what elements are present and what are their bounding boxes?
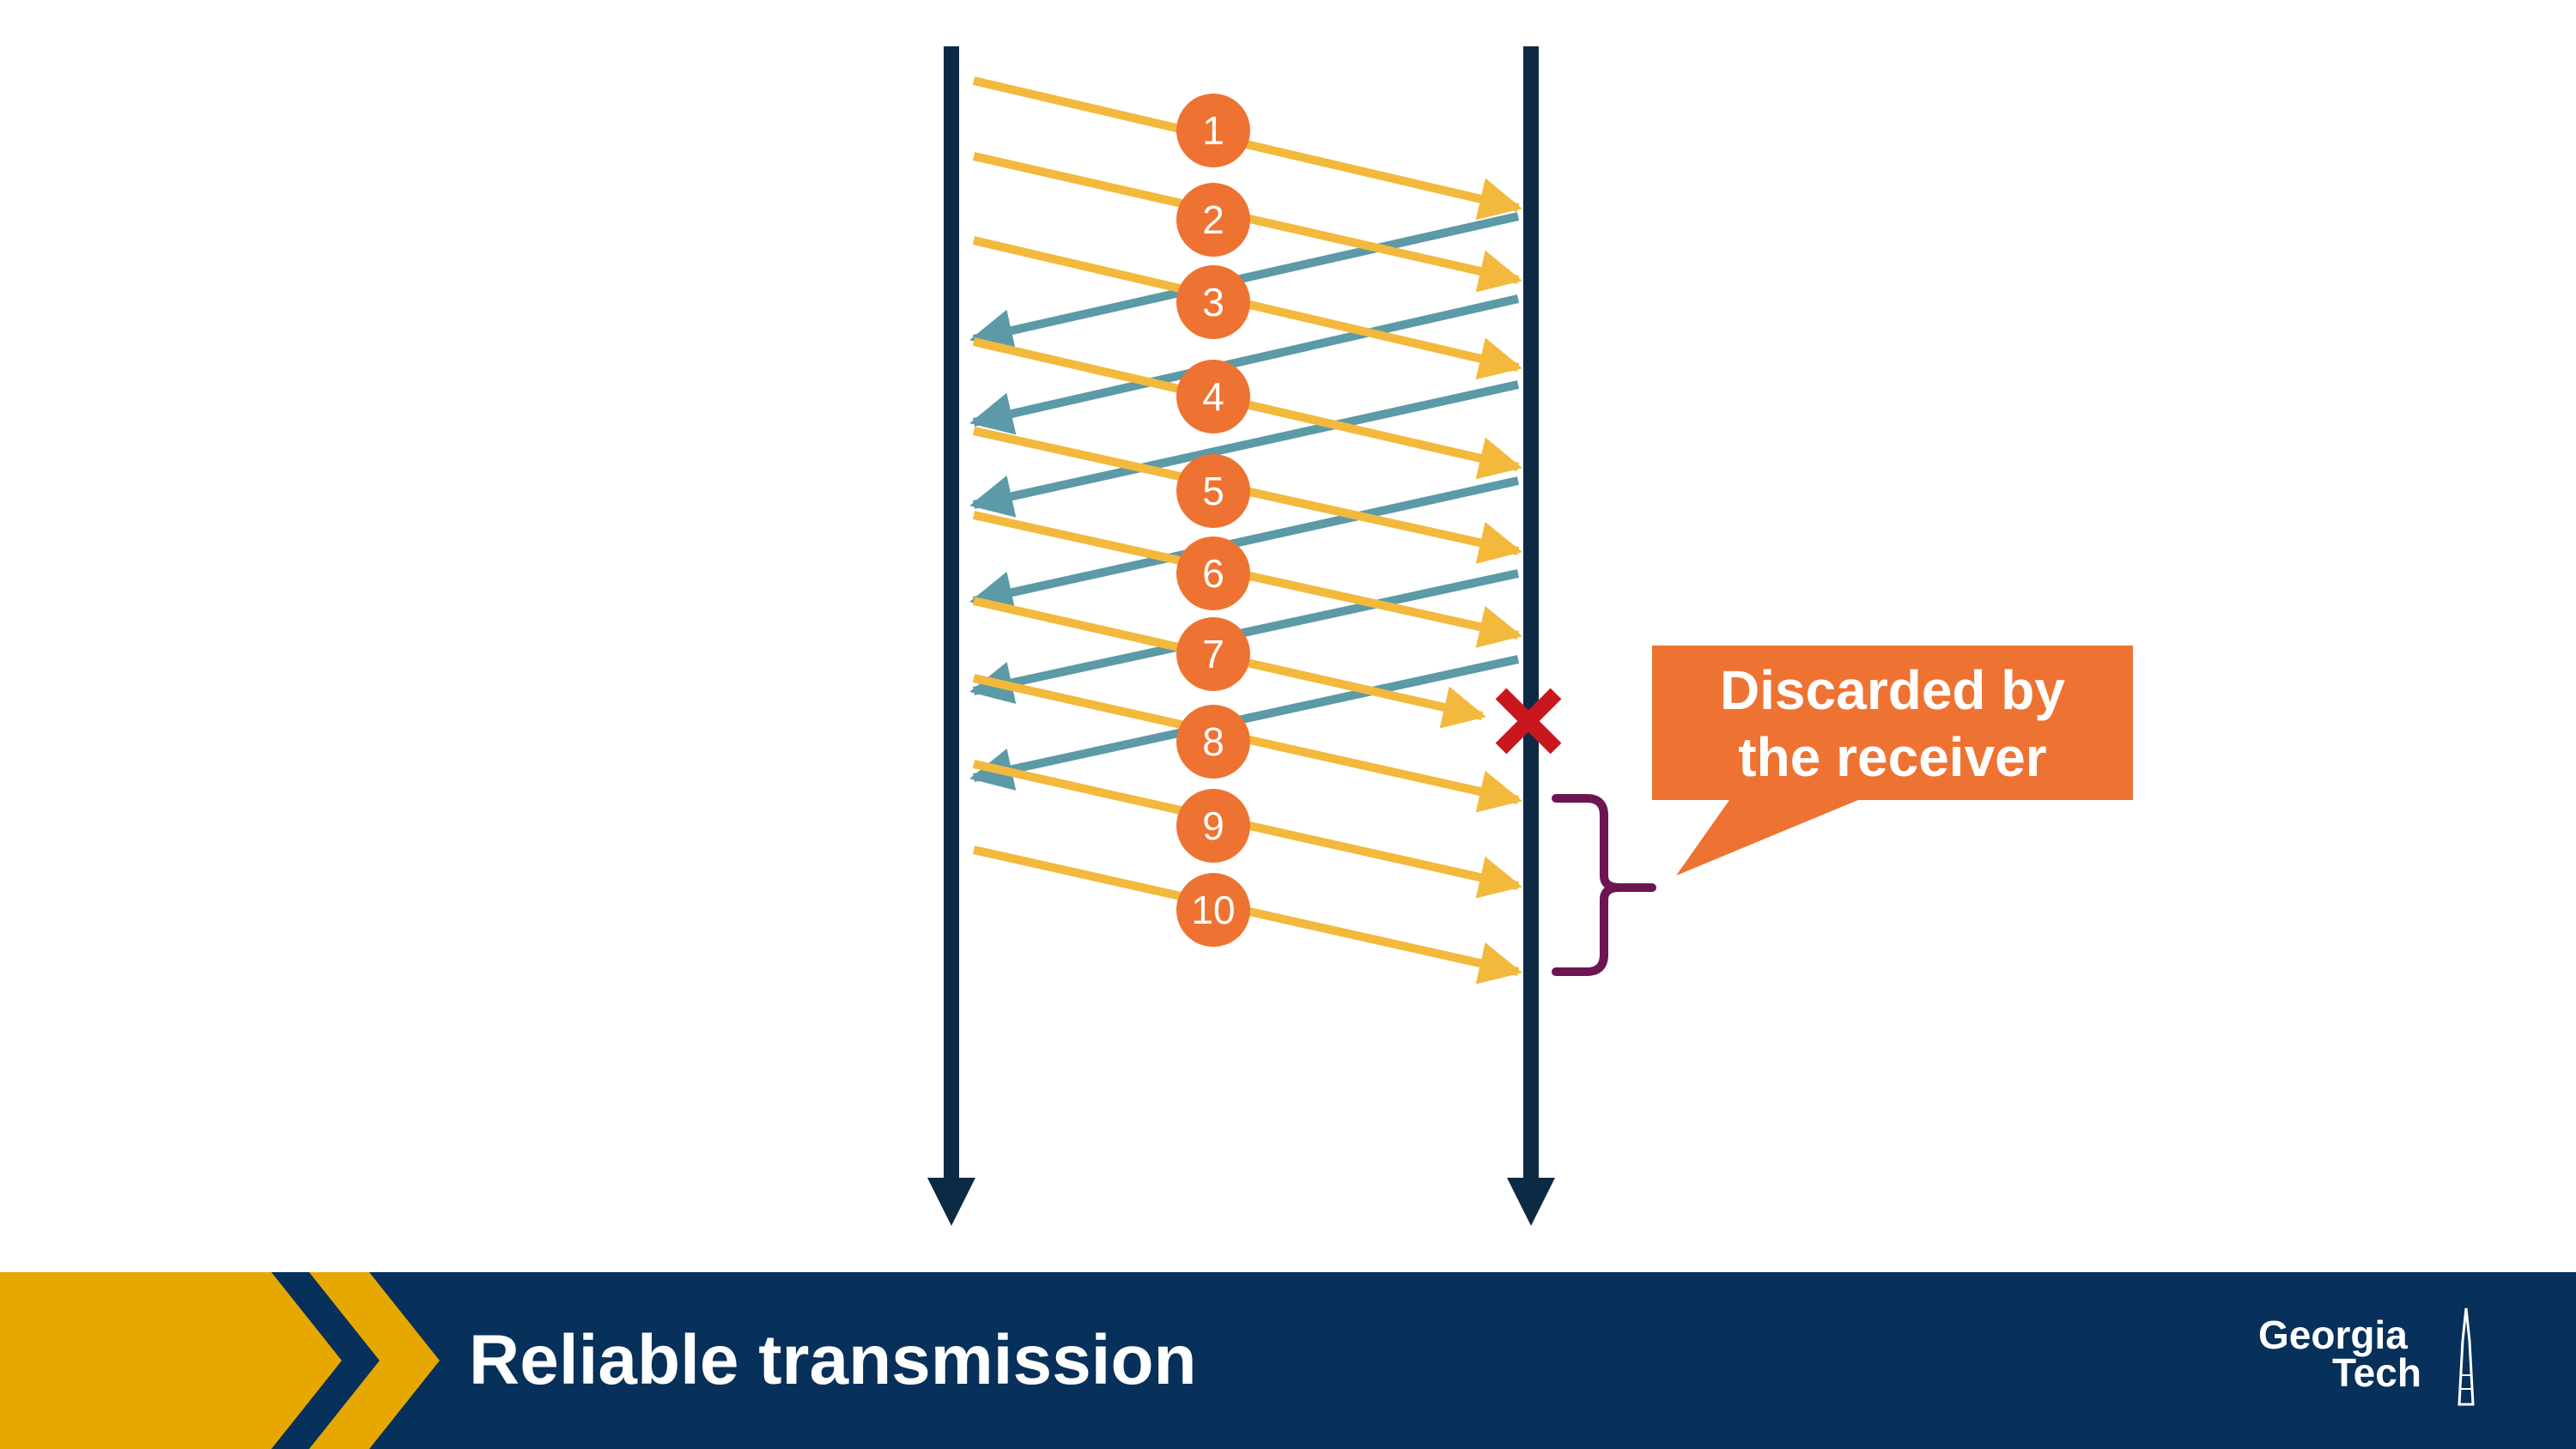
receiver-timeline [1507, 46, 1555, 1226]
sequence-number: 5 [1202, 469, 1224, 513]
sequence-number-badge: 7 [1176, 617, 1250, 691]
callout-bubble [1652, 646, 2133, 876]
sequence-number-badge: 1 [1176, 94, 1250, 167]
footer-banner: Reliable transmission Georgia Tech [0, 1272, 2576, 1449]
ack-arrow [969, 655, 1520, 791]
sequence-number-badge: 9 [1176, 789, 1250, 863]
timeline-arrowhead [1507, 1178, 1555, 1226]
ack-arrow [969, 380, 1520, 518]
x-mark-icon [1495, 688, 1562, 755]
footer-background [0, 1272, 2576, 1449]
chevron-icon [309, 1272, 440, 1449]
tower-icon [2458, 1307, 2475, 1406]
sequence-number-badge: 2 [1176, 183, 1250, 257]
ack-arrow [969, 294, 1520, 435]
ack-arrow [969, 212, 1520, 352]
sequence-number: 7 [1202, 632, 1224, 676]
sequence-number: 1 [1202, 108, 1224, 153]
callout: Discarded by the receiver [1652, 646, 2133, 876]
sequence-number: 4 [1202, 374, 1224, 419]
sequence-number: 8 [1202, 719, 1224, 764]
sequence-number: 9 [1202, 803, 1224, 848]
logo-line-2: Tech [2332, 1350, 2421, 1395]
sequence-number-badge: 8 [1176, 705, 1250, 779]
sequence-number: 3 [1202, 280, 1224, 324]
sequence-number: 2 [1202, 197, 1224, 242]
ack-arrow [969, 476, 1520, 614]
georgia-tech-logo: Georgia Tech [2233, 1307, 2490, 1418]
sequence-number: 10 [1191, 888, 1235, 932]
callout-line-1: Discarded by [1720, 659, 2065, 721]
sequence-number-badge: 6 [1176, 537, 1250, 610]
callout-line-2: the receiver [1738, 726, 2046, 788]
sequence-number-badge: 3 [1176, 265, 1250, 339]
sender-timeline [927, 46, 975, 1226]
ack-arrow [969, 569, 1520, 704]
discarded-brace [1552, 794, 1656, 976]
slide-title: Reliable transmission [469, 1321, 1197, 1399]
sequence-number-badge: 10 [1176, 873, 1250, 947]
timeline-arrowhead [927, 1178, 975, 1226]
sequence-diagram: 1 2 3 4 5 6 7 8 9 10 Discarded by the receiver [927, 46, 2133, 1226]
sequence-number-badge: 4 [1176, 360, 1250, 433]
footer-gold-band [0, 1272, 342, 1449]
sequence-number: 6 [1202, 551, 1224, 596]
logo-line-1: Georgia [2258, 1313, 2408, 1357]
sequence-number-badge: 5 [1176, 454, 1250, 528]
